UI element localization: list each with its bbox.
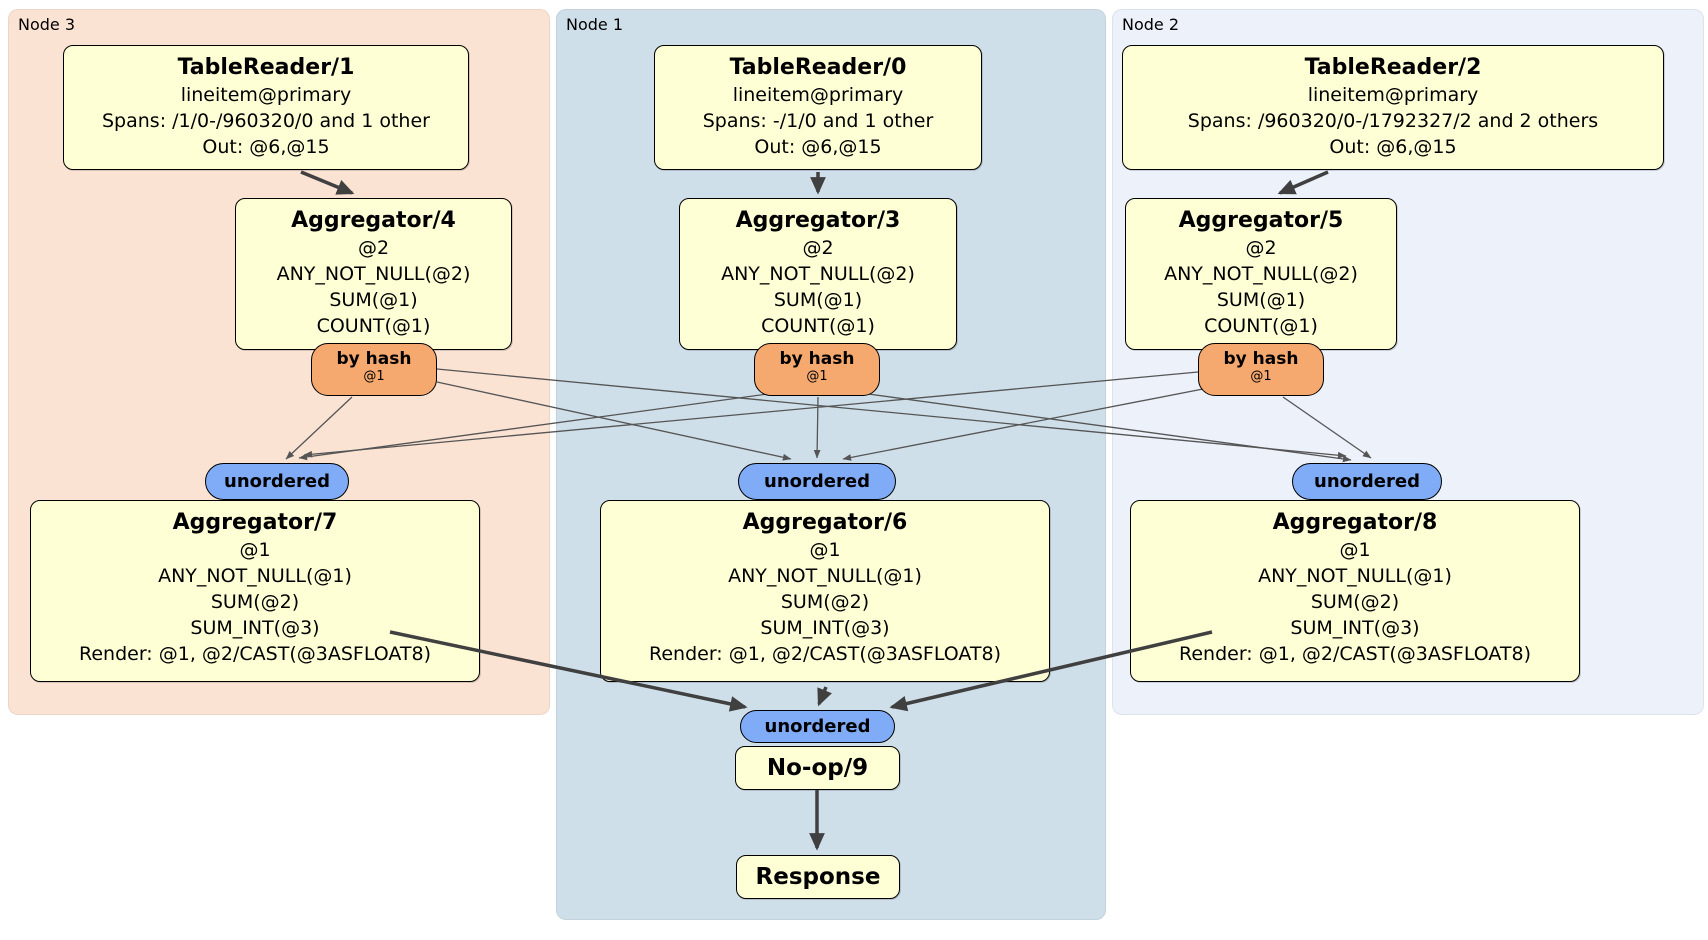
processor-aggregator-6: Aggregator/6 @1 ANY_NOT_NULL(@1) SUM(@2)… [600, 500, 1050, 682]
processor-detail: SUM(@2) [1310, 591, 1400, 613]
processor-detail: ANY_NOT_NULL(@1) [158, 565, 352, 587]
sync-unordered-right: unordered [1292, 463, 1442, 500]
processor-detail: Spans: /960320/0-/1792327/2 and 2 others [1187, 110, 1599, 132]
processor-detail: SUM(@2) [780, 591, 870, 613]
processor-title: TableReader/1 [177, 55, 355, 80]
processor-detail: @1 [809, 539, 841, 561]
processor-aggregator-5: Aggregator/5 @2 ANY_NOT_NULL(@2) SUM(@1)… [1125, 198, 1397, 350]
processor-detail: COUNT(@1) [1204, 315, 1318, 337]
processor-detail: ANY_NOT_NULL(@2) [721, 263, 915, 285]
router-key: @1 [806, 369, 828, 384]
region-node1-label: Node 1 [566, 15, 624, 34]
processor-aggregator-4: Aggregator/4 @2 ANY_NOT_NULL(@2) SUM(@1)… [235, 198, 512, 350]
processor-detail: Out: @6,@15 [202, 136, 330, 158]
region-node3-label: Node 3 [18, 15, 76, 34]
router-label: by hash [336, 349, 412, 369]
processor-title: Aggregator/8 [1272, 510, 1438, 535]
processor-detail: lineitem@primary [732, 84, 904, 106]
processor-detail: SUM_INT(@3) [1290, 617, 1420, 639]
processor-detail: @2 [802, 237, 834, 259]
processor-detail: @2 [1245, 237, 1277, 259]
processor-detail: COUNT(@1) [316, 315, 431, 337]
processor-detail: COUNT(@1) [761, 315, 875, 337]
processor-title: TableReader/0 [729, 55, 907, 80]
response-box: Response [736, 855, 900, 899]
sync-unordered-left: unordered [205, 463, 349, 500]
processor-detail: ANY_NOT_NULL(@2) [1164, 263, 1358, 285]
router-label: by hash [779, 349, 855, 369]
processor-detail: Spans: -/1/0 and 1 other [702, 110, 934, 132]
sync-unordered-final: unordered [740, 710, 895, 743]
processor-title: No-op/9 [766, 755, 869, 781]
sync-unordered-center: unordered [738, 463, 896, 500]
processor-detail: Render: @1, @2/CAST(@3ASFLOAT8) [649, 643, 1001, 665]
sync-label: unordered [764, 471, 870, 492]
sync-label: unordered [1314, 471, 1420, 492]
processor-title: TableReader/2 [1304, 55, 1482, 80]
processor-detail: SUM(@2) [210, 591, 300, 613]
region-node2-label: Node 2 [1122, 15, 1180, 34]
processor-detail: Render: @1, @2/CAST(@3ASFLOAT8) [79, 643, 431, 665]
sync-label: unordered [764, 716, 871, 737]
processor-detail: ANY_NOT_NULL(@1) [1258, 565, 1452, 587]
router-label: by hash [1223, 349, 1299, 369]
processor-detail: Render: @1, @2/CAST(@3ASFLOAT8) [1179, 643, 1531, 665]
processor-detail: Out: @6,@15 [754, 136, 882, 158]
processor-detail: lineitem@primary [180, 84, 352, 106]
processor-detail: @1 [1339, 539, 1371, 561]
processor-detail: ANY_NOT_NULL(@2) [276, 263, 471, 285]
processor-detail: ANY_NOT_NULL(@1) [728, 565, 922, 587]
processor-detail: SUM(@1) [1216, 289, 1306, 311]
processor-detail: lineitem@primary [1307, 84, 1479, 106]
processor-detail: SUM_INT(@3) [760, 617, 890, 639]
processor-detail: @2 [357, 237, 390, 259]
processor-detail: @1 [239, 539, 271, 561]
processor-detail: SUM_INT(@3) [190, 617, 320, 639]
processor-noop-9: No-op/9 [735, 746, 900, 790]
processor-tablereader-1: TableReader/1 lineitem@primary Spans: /1… [63, 45, 469, 170]
router-by-hash-node2: by hash @1 [1198, 343, 1324, 396]
processor-aggregator-8: Aggregator/8 @1 ANY_NOT_NULL(@1) SUM(@2)… [1130, 500, 1580, 682]
processor-title: Response [755, 864, 881, 890]
processor-title: Aggregator/3 [735, 208, 901, 233]
processor-title: Aggregator/7 [172, 510, 338, 535]
processor-aggregator-7: Aggregator/7 @1 ANY_NOT_NULL(@1) SUM(@2)… [30, 500, 480, 682]
processor-title: Aggregator/4 [291, 208, 456, 233]
processor-detail: SUM(@1) [773, 289, 863, 311]
router-key: @1 [363, 369, 385, 384]
router-key: @1 [1250, 369, 1272, 384]
processor-title: Aggregator/6 [742, 510, 908, 535]
processor-title: Aggregator/5 [1178, 208, 1344, 233]
router-by-hash-node3: by hash @1 [311, 343, 437, 396]
processor-detail: SUM(@1) [329, 289, 418, 311]
processor-tablereader-0: TableReader/0 lineitem@primary Spans: -/… [654, 45, 982, 170]
processor-aggregator-3: Aggregator/3 @2 ANY_NOT_NULL(@2) SUM(@1)… [679, 198, 957, 350]
router-by-hash-node1: by hash @1 [754, 343, 880, 396]
processor-detail: Out: @6,@15 [1329, 136, 1457, 158]
sync-label: unordered [224, 471, 330, 492]
processor-tablereader-2: TableReader/2 lineitem@primary Spans: /9… [1122, 45, 1664, 170]
processor-detail: Spans: /1/0-/960320/0 and 1 other [102, 110, 430, 132]
